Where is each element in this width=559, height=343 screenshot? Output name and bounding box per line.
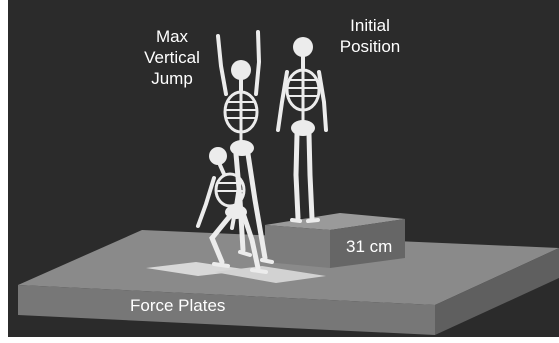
initial-position-label-line-1: Initial [320,15,420,36]
max-vertical-jump-label-line-2: Vertical [122,47,222,68]
initial-position-label: Initial Position [320,15,420,57]
box-side [265,225,330,268]
force-plates-label: Force Plates [130,295,225,316]
max-vertical-jump-label-line-1: Max [122,26,222,47]
max-vertical-jump-label-line-3: Jump [122,68,222,89]
box-height-label: 31 cm [346,236,392,257]
initial-position-label-line-2: Position [320,36,420,57]
max-vertical-jump-label: Max Vertical Jump [122,26,222,89]
